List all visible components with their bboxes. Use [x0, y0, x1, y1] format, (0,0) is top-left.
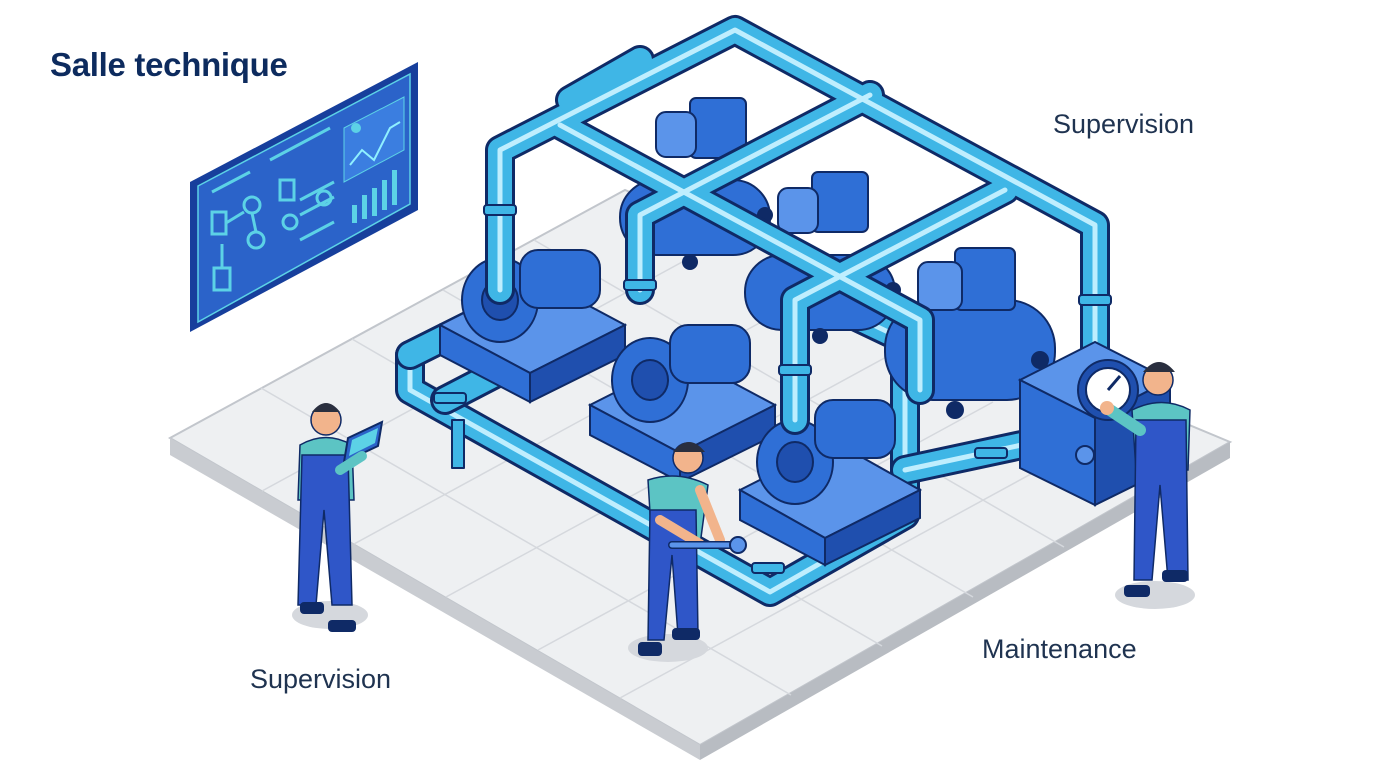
pipe-flanges	[433, 204, 1112, 574]
page-title: Salle technique	[50, 46, 288, 83]
supervision-label-bottom: Supervision	[250, 664, 392, 694]
maintenance-label: Maintenance	[982, 634, 1137, 664]
upper-pipe-network	[485, 15, 1110, 435]
tablet-icon	[342, 420, 384, 464]
wrench-icon	[668, 536, 747, 554]
supervision-label-top: Supervision	[1053, 109, 1195, 139]
control-monitor-icon	[190, 62, 418, 332]
centrifugal-pump-icon	[737, 399, 923, 567]
centrifugal-pump-icon	[587, 324, 778, 484]
worker-at-gauge	[1100, 362, 1195, 609]
worker-with-tablet	[292, 403, 384, 632]
worker-with-wrench	[628, 442, 747, 662]
